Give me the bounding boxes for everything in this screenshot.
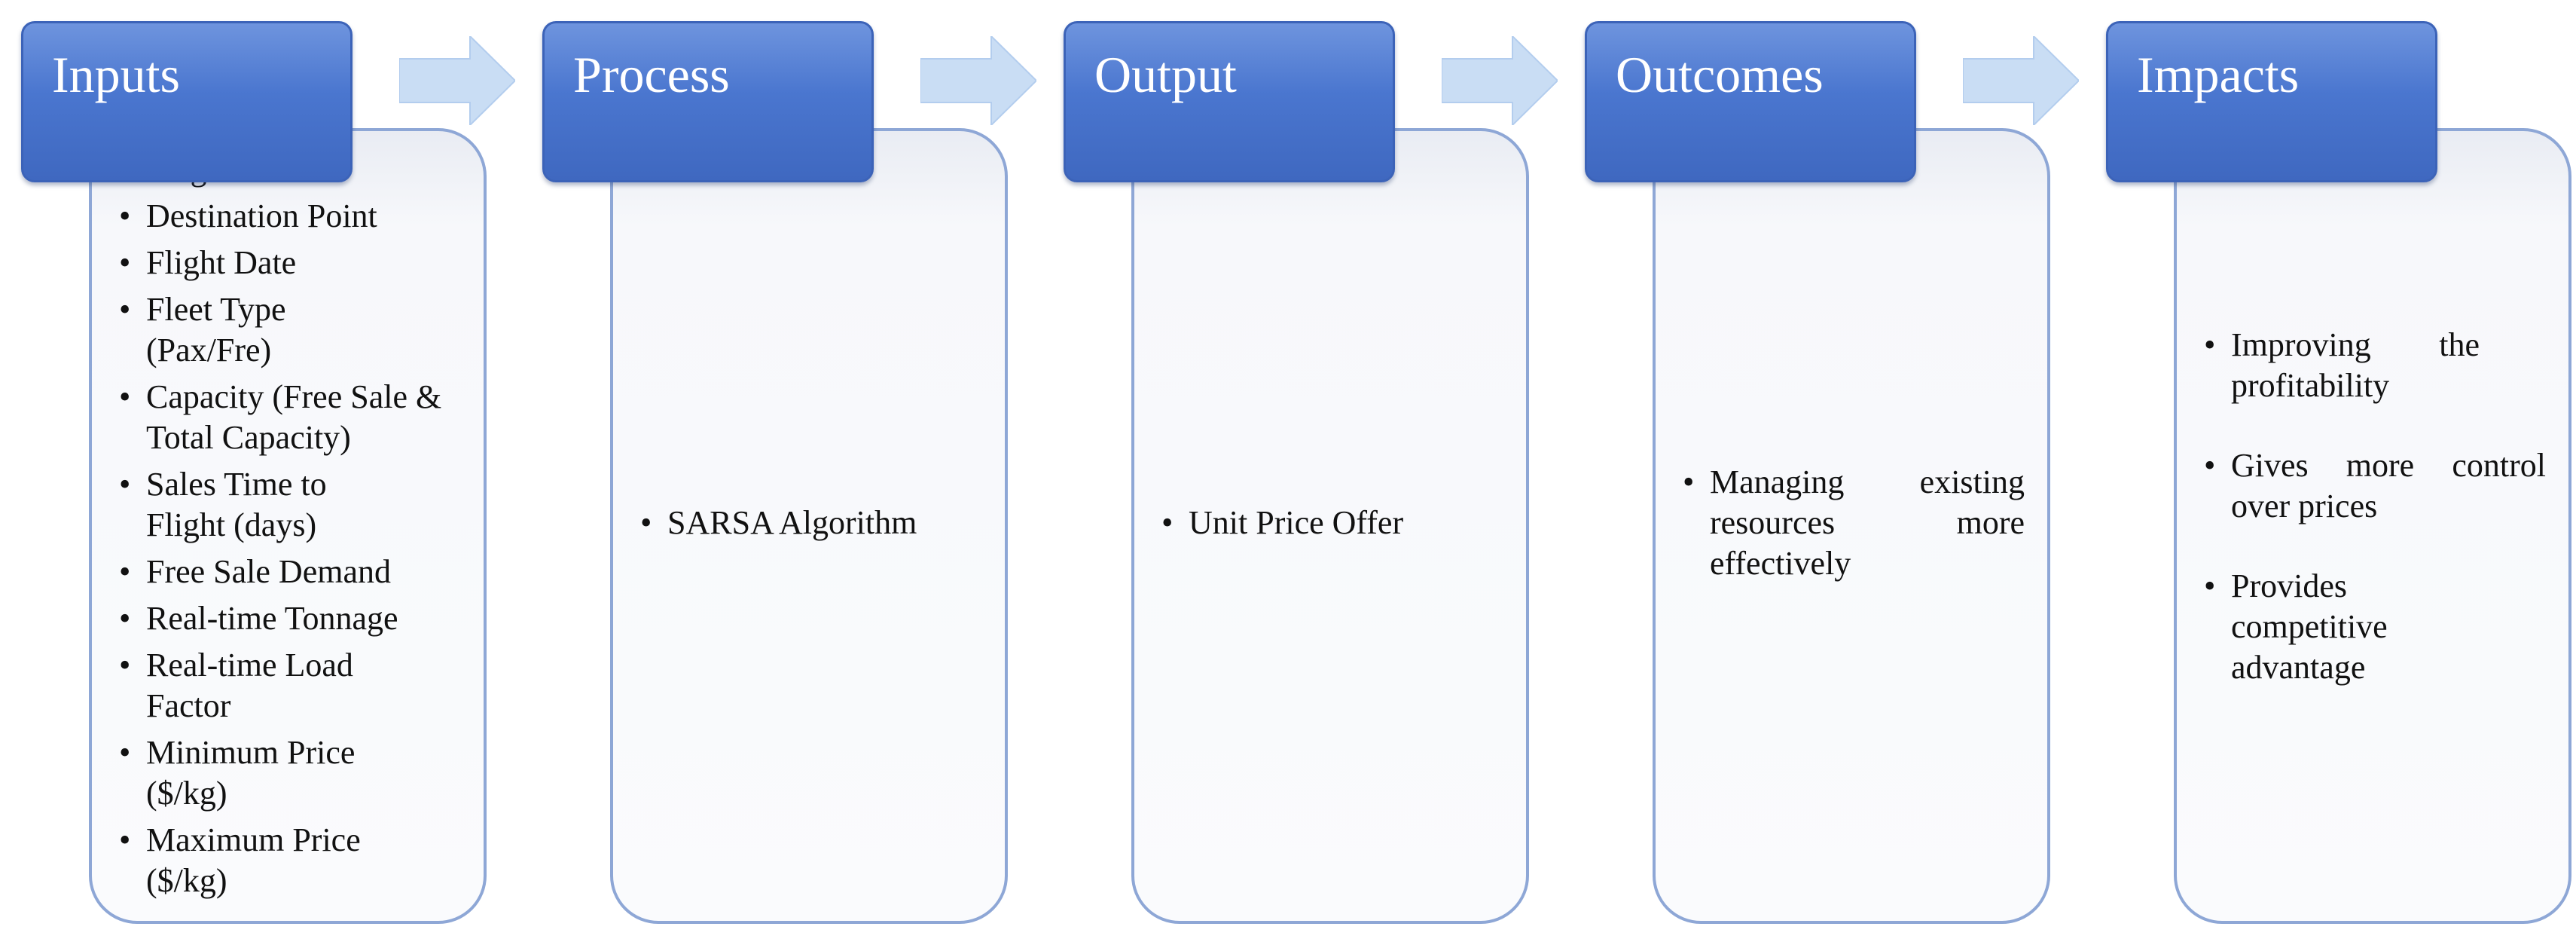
arrow-right-icon	[1963, 36, 2079, 125]
inputs-item: Free Sale Demand	[119, 552, 461, 592]
impacts-item: Provides competitive advantage	[2204, 566, 2457, 688]
inputs-item: Capacity (Free Sale & Total Capacity)	[119, 377, 461, 458]
stage-inputs: Origin Point Destination Point Flight Da…	[0, 0, 487, 948]
outcomes-card: Managing existing resources more effecti…	[1653, 128, 2050, 924]
process-card: SARSA Algorithm	[610, 128, 1008, 924]
impacts-header: Impacts	[2106, 21, 2437, 182]
impacts-title: Impacts	[2137, 46, 2300, 103]
impacts-item: Gives more control over prices	[2204, 445, 2546, 527]
outcomes-item: Managing existing resources more effecti…	[1683, 462, 2025, 584]
inputs-item: Flight Date	[119, 243, 461, 283]
inputs-item: Real-time Load Factor	[119, 645, 395, 726]
inputs-item: Maximum Price ($/kg)	[119, 820, 402, 901]
outcomes-header: Outcomes	[1585, 21, 1916, 182]
inputs-item: Sales Time to Flight (days)	[119, 464, 387, 546]
process-title: Process	[573, 46, 730, 103]
inputs-title: Inputs	[52, 46, 180, 103]
impacts-card: Improving the profitability Gives more c…	[2174, 128, 2571, 924]
impacts-list: Improving the profitability Gives more c…	[2204, 325, 2546, 727]
outcomes-content: Managing existing resources more effecti…	[1683, 131, 2025, 921]
output-content: Unit Price Offer	[1161, 131, 1503, 921]
arrow-right-icon	[920, 36, 1036, 125]
stage-output: Unit Price Offer Output	[1042, 0, 1529, 948]
arrow-right-icon	[399, 36, 515, 125]
inputs-item: Destination Point	[119, 196, 461, 237]
output-list: Unit Price Offer	[1161, 503, 1503, 549]
inputs-header: Inputs	[21, 21, 353, 182]
process-list: SARSA Algorithm	[640, 503, 982, 549]
stage-impacts: Improving the profitability Gives more c…	[2085, 0, 2571, 948]
inputs-item: Real-time Tonnage	[119, 598, 461, 639]
impacts-item: Improving the profitability	[2204, 325, 2480, 406]
stage-process: SARSA Algorithm Process	[521, 0, 1008, 948]
inputs-card: Origin Point Destination Point Flight Da…	[89, 128, 487, 924]
output-card: Unit Price Offer	[1131, 128, 1529, 924]
impacts-content: Improving the profitability Gives more c…	[2204, 131, 2546, 921]
inputs-item: Fleet Type (Pax/Fre)	[119, 289, 319, 371]
output-header: Output	[1064, 21, 1395, 182]
inputs-list: Origin Point Destination Point Flight Da…	[119, 149, 461, 907]
process-item: SARSA Algorithm	[640, 503, 982, 543]
output-title: Output	[1094, 46, 1237, 103]
process-header: Process	[542, 21, 874, 182]
arrow-right-icon	[1442, 36, 1558, 125]
process-content: SARSA Algorithm	[640, 131, 982, 921]
stage-outcomes: Managing existing resources more effecti…	[1564, 0, 2050, 948]
inputs-item: Minimum Price ($/kg)	[119, 732, 402, 814]
output-item: Unit Price Offer	[1161, 503, 1503, 543]
inputs-content: Origin Point Destination Point Flight Da…	[119, 131, 461, 921]
outcomes-list: Managing existing resources more effecti…	[1683, 462, 2025, 590]
outcomes-title: Outcomes	[1616, 46, 1824, 103]
